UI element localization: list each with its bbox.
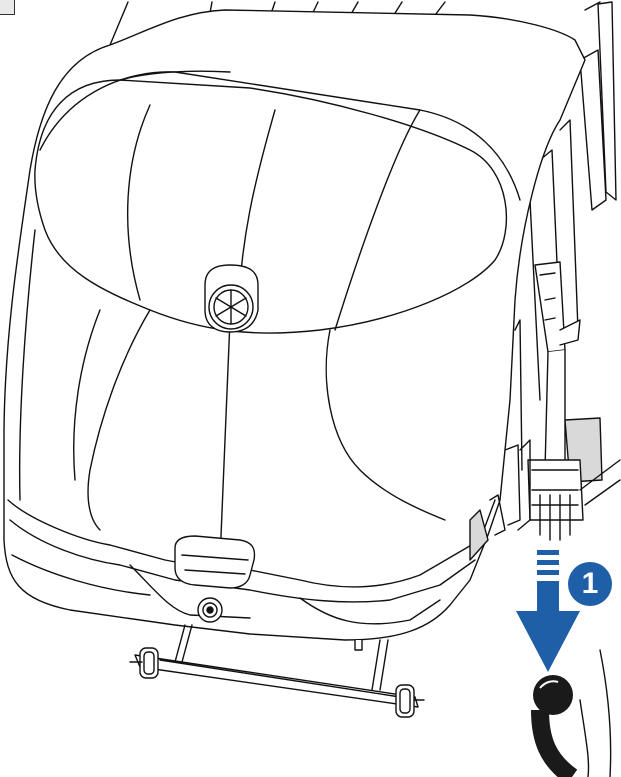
wheel-axle	[129, 647, 425, 718]
tow-ball-icon	[531, 675, 578, 777]
lid-outline	[34, 79, 507, 334]
step-number-badge: 1	[568, 562, 612, 606]
drain-plug	[197, 597, 223, 623]
filler-cap	[204, 264, 259, 333]
body-outline	[3, 9, 586, 641]
down-arrow-icon	[516, 550, 580, 672]
front-handle	[174, 535, 256, 589]
corner-tab	[0, 0, 15, 15]
hitch-bracket	[469, 261, 621, 561]
